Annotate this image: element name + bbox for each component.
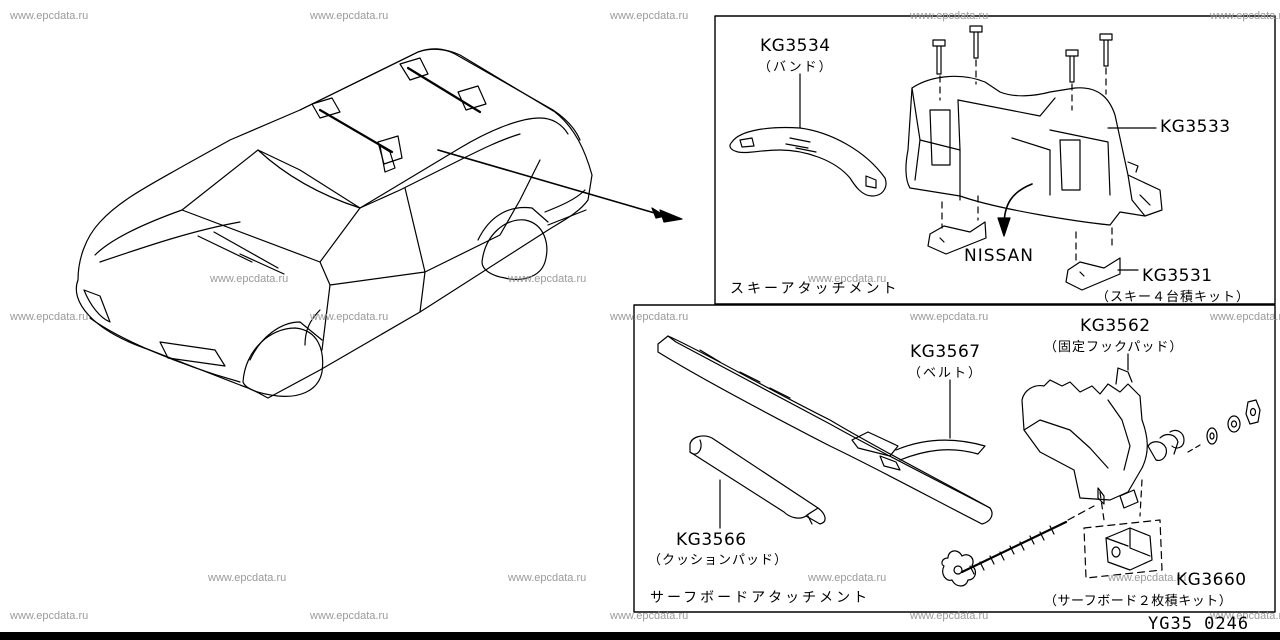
watermark: www.epcdata.ru [1210, 610, 1280, 622]
bolt-part [941, 505, 1095, 587]
watermark: www.epcdata.ru [1210, 10, 1280, 22]
hook-pad-part [1021, 367, 1185, 509]
ski-kit-name-label: （スキー４台積キット） [1096, 290, 1251, 305]
screws [932, 25, 1113, 111]
nissan-label: NISSAN [964, 246, 1034, 266]
watermark: www.epcdata.ru [910, 10, 989, 22]
watermark: www.epcdata.ru [610, 311, 689, 323]
watermark: www.epcdata.ru [210, 273, 289, 285]
diagram-code: YG35 0246 [1148, 614, 1250, 634]
surf-attachment-caption: サーフボードアタッチメント [650, 590, 871, 606]
surf-kit-name-label: （サーフボード２枚積キット） [1044, 594, 1233, 609]
ski-brackets [927, 195, 1121, 291]
watermark: www.epcdata.ru [808, 572, 887, 584]
watermark: www.epcdata.ru [610, 10, 689, 22]
watermark: www.epcdata.ru [508, 273, 587, 285]
ski-attachment-caption: スキーアタッチメント [730, 281, 900, 297]
ski-base-part [905, 75, 1163, 226]
watermark: www.epcdata.ru [910, 610, 989, 622]
watermark: www.epcdata.ru [508, 572, 587, 584]
hook-pad-name-label: （固定フックパッド） [1044, 340, 1184, 355]
washers [1187, 399, 1261, 453]
ski-panel-frame [714, 15, 1276, 305]
belt-code-label: KG3567 [910, 342, 981, 362]
watermark: www.epcdata.ru [610, 610, 689, 622]
watermark: www.epcdata.ru [10, 10, 89, 22]
ski-base-code-label: KG3533 [1160, 117, 1231, 137]
cushion-code-label: KG3566 [676, 530, 747, 550]
watermark: www.epcdata.ru [1210, 311, 1280, 323]
watermark: www.epcdata.ru [310, 311, 389, 323]
watermark: www.epcdata.ru [1108, 572, 1187, 584]
watermark: www.epcdata.ru [808, 273, 887, 285]
watermark: www.epcdata.ru [310, 10, 389, 22]
surf-panel-frame [633, 304, 1276, 613]
station-wagon-drawing [75, 48, 683, 399]
watermark: www.epcdata.ru [208, 572, 287, 584]
cushion-name-label: （クッションパッド） [648, 553, 789, 568]
hook-pad-code-label: KG3562 [1080, 316, 1151, 336]
surf-kit-block [1083, 479, 1163, 579]
watermark: www.epcdata.ru [10, 311, 89, 323]
watermark: www.epcdata.ru [310, 610, 389, 622]
cushion-part [689, 435, 826, 525]
surf-kit-code-label: KG3660 [1176, 570, 1247, 590]
belt-name-label: （ベルト） [908, 366, 984, 381]
bottom-border [0, 632, 1280, 640]
watermark: www.epcdata.ru [10, 610, 89, 622]
ski-kit-code-label: KG3531 [1142, 266, 1213, 286]
band-name-label: （バンド） [758, 60, 834, 75]
watermark: www.epcdata.ru [910, 311, 989, 323]
band-code-label: KG3534 [760, 36, 831, 56]
rail-part [657, 335, 993, 525]
nissan-indicator-arrowhead [997, 217, 1011, 237]
band-part [729, 126, 887, 197]
